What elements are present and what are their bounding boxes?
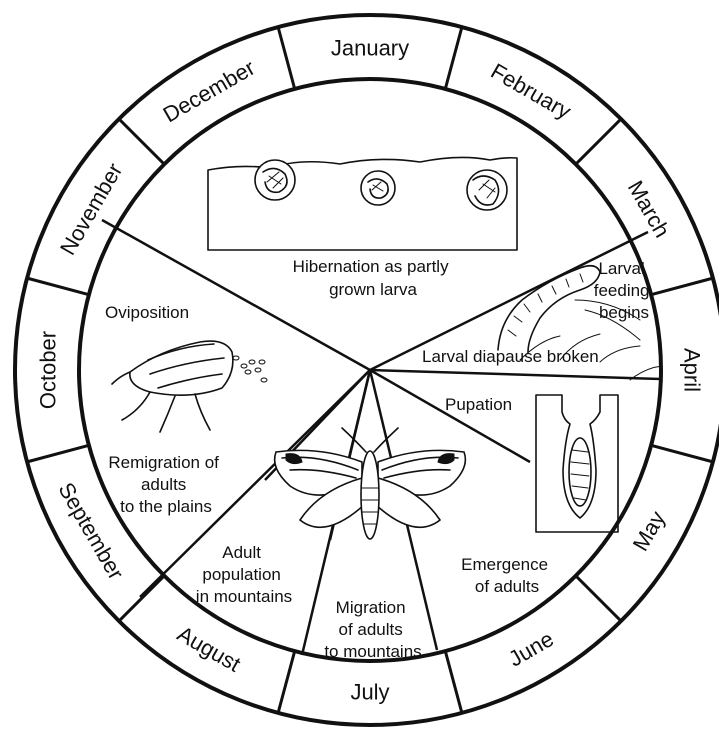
month-divider xyxy=(27,278,89,295)
larval-feeding-label: Larval feeding begins xyxy=(594,259,655,322)
month-label-december: December xyxy=(159,55,259,127)
emergence-line-2: of adults xyxy=(475,577,539,596)
month-label-november: November xyxy=(55,159,127,259)
adult-population-line-1: Adult xyxy=(222,543,261,562)
larval-feeding-line-1: Larval xyxy=(598,259,644,278)
month-divider xyxy=(651,278,713,295)
month-label-january: January xyxy=(331,36,409,61)
migration-line-2: of adults xyxy=(339,620,403,639)
month-divider xyxy=(278,27,295,89)
emergence-label: Emergence of adults xyxy=(461,555,553,596)
month-label-may: May xyxy=(628,507,670,555)
month-label-september: September xyxy=(53,478,128,584)
pupation-label: Pupation xyxy=(445,395,512,414)
month-divider xyxy=(278,651,295,713)
month-divider xyxy=(119,576,164,621)
month-divider xyxy=(445,27,462,89)
month-label-october: October xyxy=(36,331,61,409)
remigration-line-2: adults xyxy=(141,475,186,494)
month-label-july: July xyxy=(350,680,389,705)
sector-line-march-april xyxy=(370,370,661,379)
migration-line-1: Migration xyxy=(336,598,406,617)
oviposition-moth-illustration xyxy=(112,341,267,432)
adult-moth-illustration xyxy=(275,428,466,539)
month-divider xyxy=(576,576,621,621)
hibernation-line-1: Hibernation as partly xyxy=(293,257,449,276)
hibernation-label: Hibernation as partly grown larva xyxy=(293,257,454,299)
diapause-broken-label: Larval diapause broken xyxy=(422,347,599,366)
month-divider xyxy=(119,119,164,164)
month-label-april: April xyxy=(680,348,705,392)
month-label-june: June xyxy=(504,626,558,672)
month-divider xyxy=(27,445,89,462)
month-label-february: February xyxy=(487,58,576,124)
hibernation-line-2: grown larva xyxy=(329,280,417,299)
emergence-line-1: Emergence xyxy=(461,555,548,574)
adult-population-line-2: population xyxy=(202,565,280,584)
migration-line-3: to mountains xyxy=(324,642,421,661)
pupa-illustration xyxy=(536,395,618,532)
month-divider xyxy=(651,445,713,462)
larval-feeding-line-2: feeding xyxy=(594,281,650,300)
remigration-line-3: to the plains xyxy=(120,497,212,516)
remigration-line-1: Remigration of xyxy=(108,453,219,472)
month-label-march: March xyxy=(623,176,675,241)
migration-label: Migration of adults to mountains xyxy=(324,598,421,661)
hibernating-larvae-illustration xyxy=(208,157,517,250)
adult-population-label: Adult population in mountains xyxy=(196,543,292,606)
month-divider xyxy=(576,119,621,164)
oviposition-label: Oviposition xyxy=(105,303,189,322)
remigration-label: Remigration of adults to the plains xyxy=(108,453,223,516)
adult-population-line-3: in mountains xyxy=(196,587,292,606)
larval-feeding-line-3: begins xyxy=(599,303,649,322)
month-divider xyxy=(445,651,462,713)
sector-line-april xyxy=(370,370,530,462)
